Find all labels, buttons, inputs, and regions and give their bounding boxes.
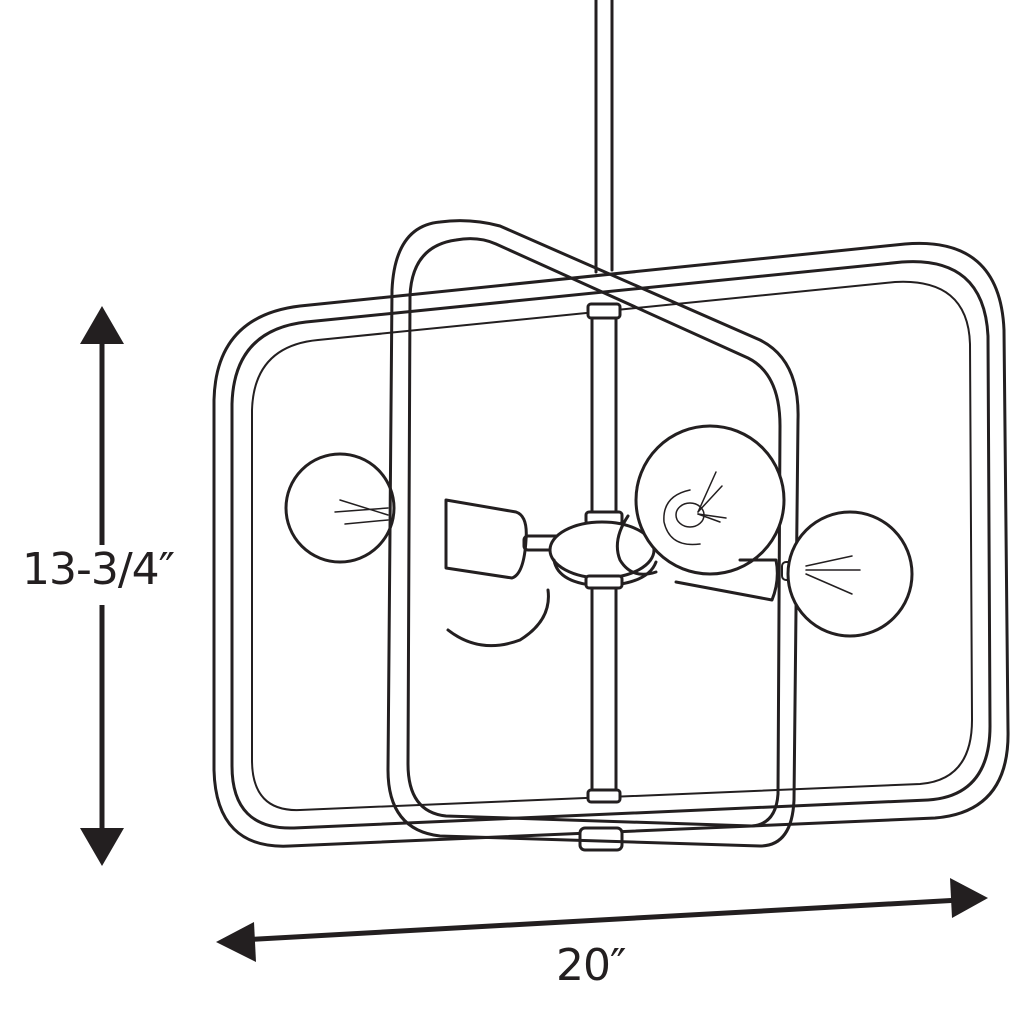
- height-dimension-label: 13-3/4″: [22, 544, 175, 595]
- height-dimension-arrow: [80, 306, 124, 866]
- downrod: [594, 0, 614, 274]
- width-dimension-label: 20″: [556, 940, 626, 991]
- back-frame: [212, 241, 1010, 848]
- bulb-front: [615, 424, 786, 576]
- center-hub: [548, 302, 658, 852]
- bulb-back-lower: [446, 588, 550, 648]
- socket-left: [444, 498, 566, 580]
- bulb-back-left: [284, 452, 396, 564]
- width-dimension-arrow: [216, 878, 988, 962]
- front-frame: [386, 219, 800, 848]
- bulb-right: [674, 510, 914, 638]
